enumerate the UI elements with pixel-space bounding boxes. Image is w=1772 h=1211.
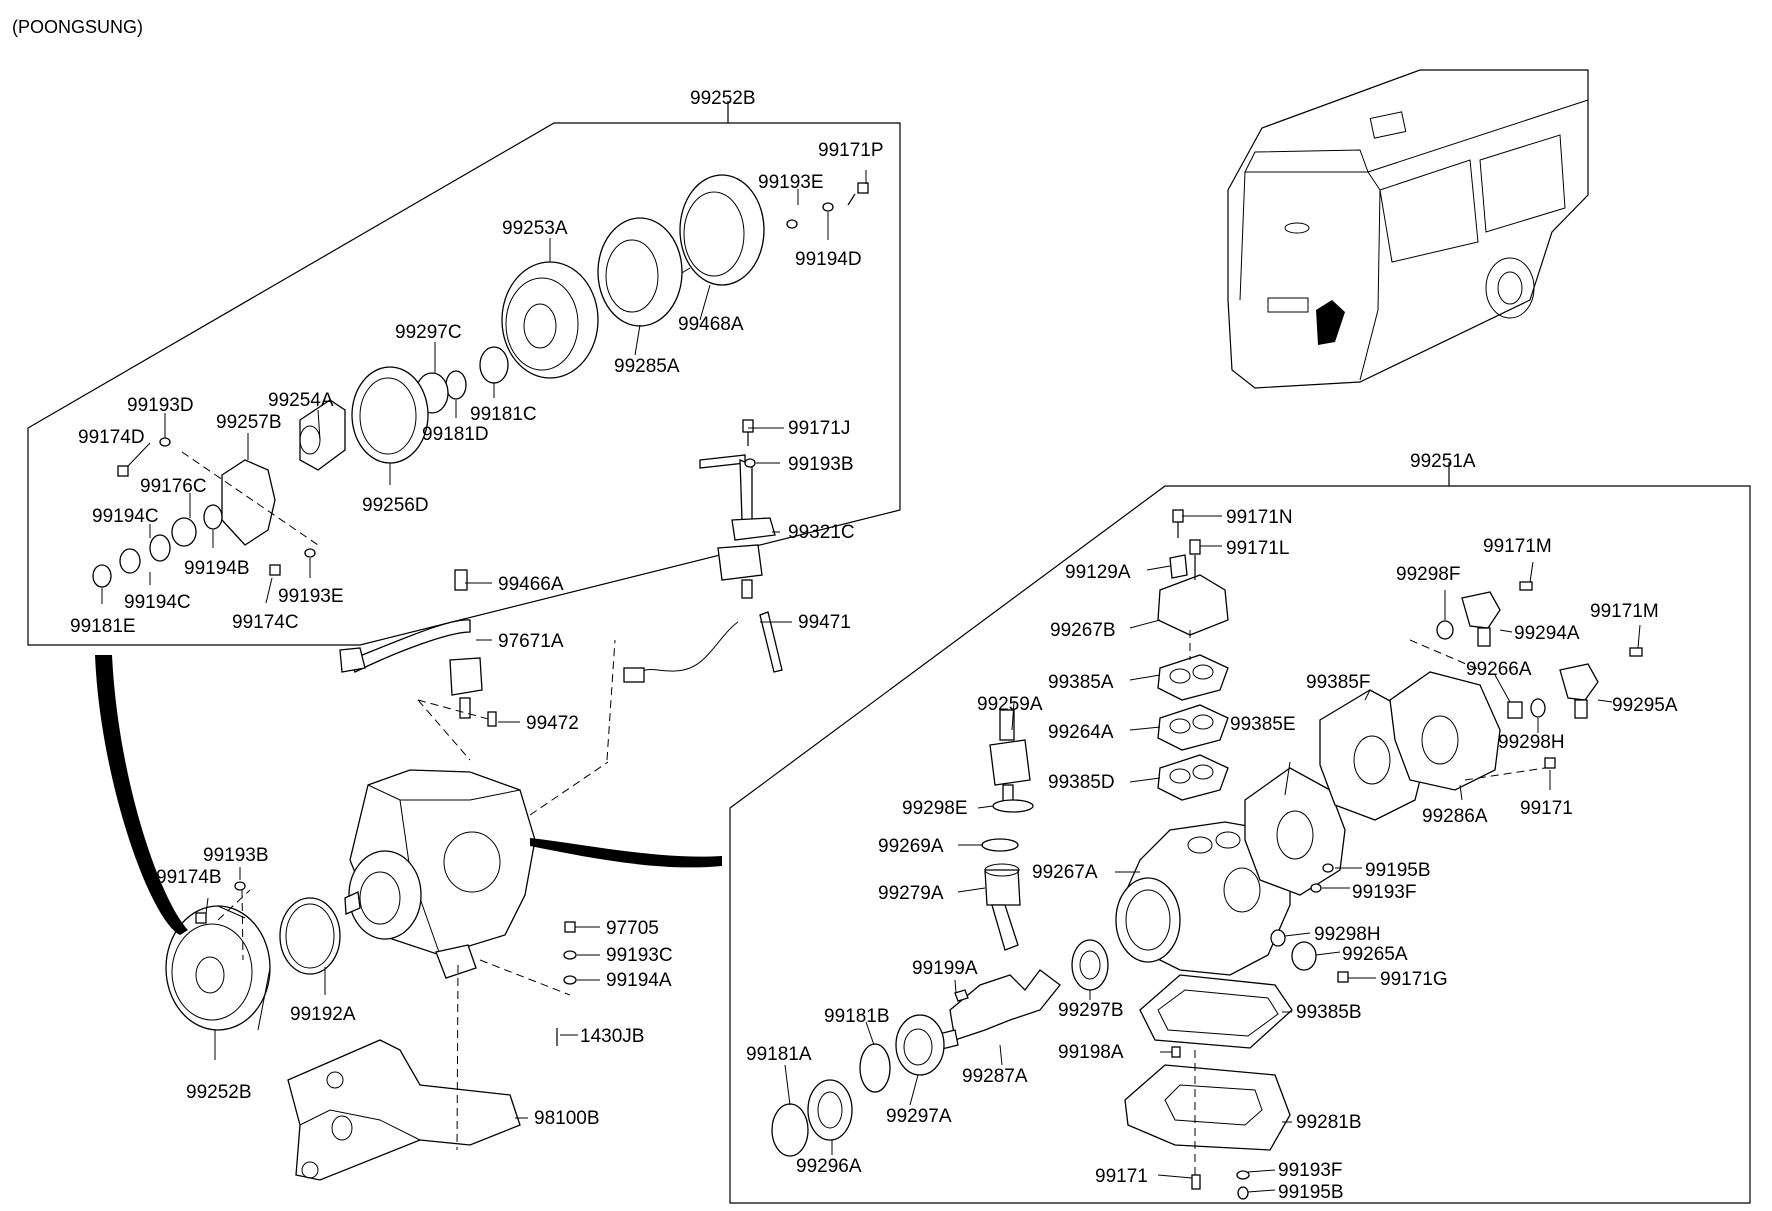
part-label-99297A: 99297A (886, 1106, 952, 1127)
compressor-assembly-box (729, 485, 1751, 1204)
part-label-99193E: 99193E (758, 172, 824, 193)
part-label-99193B: 99193B (788, 454, 854, 475)
part-label-99298F: 99298F (1396, 564, 1460, 585)
part-label-99171P: 99171P (818, 140, 884, 161)
clutch-assembly-box (27, 122, 901, 646)
part-label-99267B: 99267B (1050, 620, 1116, 641)
part-label-99194C: 99194C (92, 506, 159, 527)
part-label-99193D: 99193D (127, 395, 194, 416)
compressor-leader-lines (784, 515, 1641, 1193)
part-label-99195B: 99195B (1365, 860, 1431, 881)
part-label-99193F: 99193F (1352, 882, 1416, 903)
part-label-99193E-2: 99193E (278, 586, 344, 607)
part-label-99181E: 99181E (70, 616, 136, 637)
part-label-99171N: 99171N (1226, 507, 1293, 528)
part-label-99471: 99471 (798, 612, 851, 633)
part-label-99171G: 99171G (1380, 969, 1448, 990)
part-label-99181C: 99181C (470, 404, 537, 425)
part-label-99176C: 99176C (140, 476, 207, 497)
compressor-exploded-drawings (771, 509, 1643, 1200)
part-label-99259A: 99259A (977, 694, 1043, 715)
part-label-99252B: 99252B (186, 1082, 252, 1103)
part-label-99193C: 99193C (606, 945, 673, 966)
part-label-99129A: 99129A (1065, 562, 1131, 583)
part-label-99174C: 99174C (232, 612, 299, 633)
part-label-99181D: 99181D (422, 424, 489, 445)
part-label-99174B: 99174B (156, 867, 222, 888)
part-label-97705: 97705 (606, 918, 659, 939)
part-label-99254A: 99254A (268, 390, 334, 411)
part-label-99321C: 99321C (788, 522, 855, 543)
part-label-99295A: 99295A (1612, 695, 1678, 716)
part-label-99298H-2: 99298H (1314, 924, 1381, 945)
part-label-99192A: 99192A (290, 1004, 356, 1025)
part-label-99296A: 99296A (796, 1156, 862, 1177)
part-label-99194B: 99194B (184, 558, 250, 579)
part-label-99385A: 99385A (1048, 672, 1114, 693)
part-label-99468A: 99468A (678, 314, 744, 335)
part-label-99181B: 99181B (824, 1006, 890, 1027)
part-label-99279A: 99279A (878, 883, 944, 904)
part-label-99171-2: 99171 (1095, 1166, 1148, 1187)
part-label-99385F: 99385F (1306, 672, 1370, 693)
part-label-99194C-2: 99194C (124, 592, 191, 613)
part-label-99285A: 99285A (614, 356, 680, 377)
part-label-99171M-2: 99171M (1590, 601, 1659, 622)
part-label-99181A: 99181A (746, 1044, 812, 1065)
part-label-99174D: 99174D (78, 427, 145, 448)
part-number-labels: 99171P 99193E 99194D 99253A 99468A 99285… (70, 140, 1678, 1203)
part-label-99253A: 99253A (502, 218, 568, 239)
part-label-99385D: 99385D (1048, 772, 1115, 793)
part-label-99281B: 99281B (1296, 1112, 1362, 1133)
part-label-99194D: 99194D (795, 249, 862, 270)
part-label-99257B: 99257B (216, 412, 282, 433)
part-label-99294A: 99294A (1514, 623, 1580, 644)
part-label-99193B-2: 99193B (203, 845, 269, 866)
vehicle-location-illustration (1227, 69, 1589, 389)
part-label-99298H: 99298H (1498, 732, 1565, 753)
clutch-parts-drawings (92, 174, 869, 588)
part-label-99171L: 99171L (1226, 538, 1289, 559)
part-label-99256D: 99256D (362, 495, 429, 516)
part-label-99472: 99472 (526, 713, 579, 734)
part-label-99297B: 99297B (1058, 1000, 1124, 1021)
part-label-97671A: 97671A (498, 631, 564, 652)
part-label-99194A: 99194A (606, 970, 672, 991)
part-label-99298E: 99298E (902, 798, 968, 819)
part-label-99385E: 99385E (1230, 714, 1296, 735)
part-label-99267A: 99267A (1032, 862, 1098, 883)
part-label-99466A: 99466A (498, 574, 564, 595)
compressor-assembly-label: 99251A (1410, 451, 1476, 472)
part-label-99193F-2: 99193F (1278, 1160, 1342, 1181)
part-label-99286A: 99286A (1422, 806, 1488, 827)
part-label-99199A: 99199A (912, 958, 978, 979)
part-label-99297C: 99297C (395, 322, 462, 343)
part-label-99269A: 99269A (878, 836, 944, 857)
part-label-99171J: 99171J (788, 418, 850, 439)
compressor-and-bracket-drawings (165, 419, 783, 1181)
clutch-leader-lines (101, 170, 867, 604)
part-label-99171: 99171 (1520, 798, 1573, 819)
compressor-connection-arc (530, 838, 722, 868)
part-label-99171M: 99171M (1483, 536, 1552, 557)
part-label-99266A: 99266A (1466, 659, 1532, 680)
part-label-99198A: 99198A (1058, 1042, 1124, 1063)
part-label-99385B: 99385B (1296, 1002, 1362, 1023)
part-label-1430JB: 1430JB (580, 1026, 644, 1047)
part-label-99265A: 99265A (1342, 944, 1408, 965)
part-label-99264A: 99264A (1048, 722, 1114, 743)
part-label-99287A: 99287A (962, 1066, 1028, 1087)
part-label-98100B: 98100B (534, 1108, 600, 1129)
clutch-assembly-label: 99252B (690, 88, 756, 109)
part-label-99195B-2: 99195B (1278, 1182, 1344, 1203)
main-leader-lines (205, 427, 792, 1119)
variant-header: (POONGSUNG) (12, 17, 143, 37)
clutch-connection-arc (95, 655, 188, 935)
